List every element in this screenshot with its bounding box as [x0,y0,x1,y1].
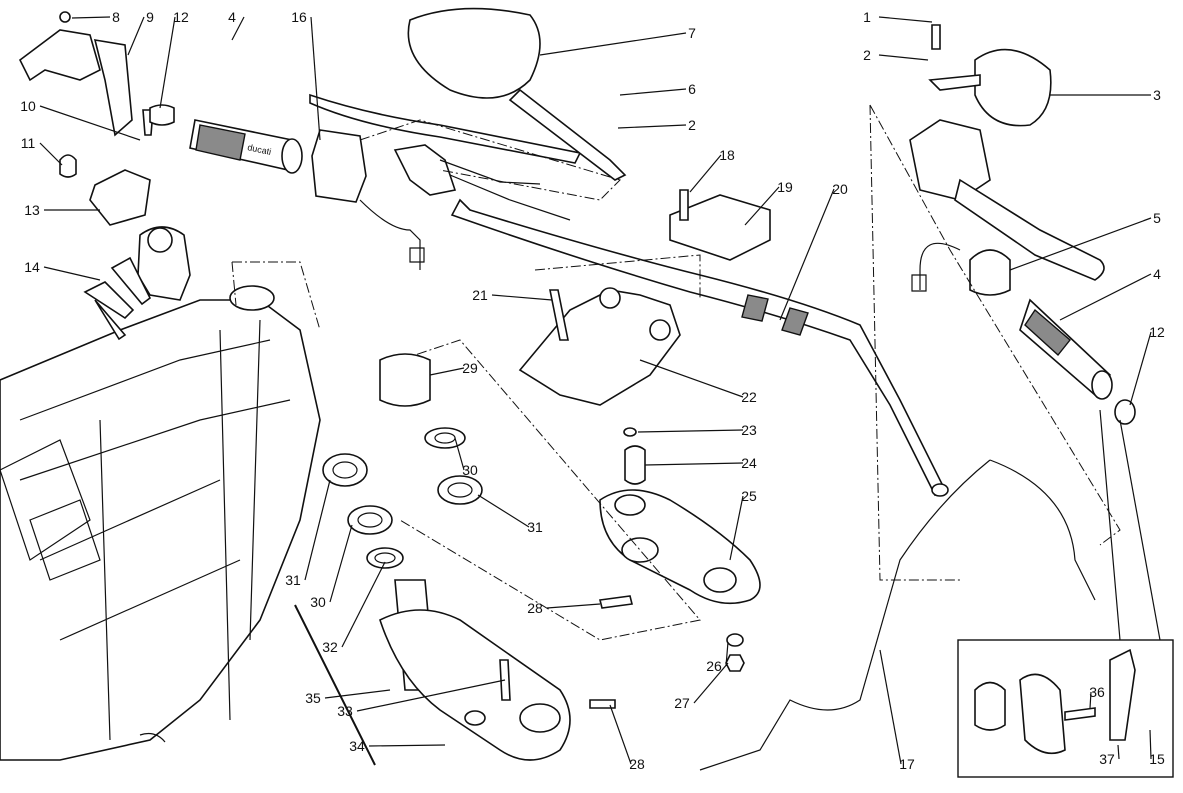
leader-line-17 [879,649,902,765]
callout-27: 27 [674,695,690,711]
callout-23: 23 [741,422,757,438]
callout-4: 4 [228,9,236,25]
callout-36: 36 [1089,684,1105,700]
callout-25: 25 [741,488,757,504]
callout-1: 1 [863,9,871,25]
callout-26: 26 [706,658,722,674]
leader-line-27 [693,662,729,704]
leader-line-2 [617,124,687,129]
leader-line-9 [127,16,145,56]
callout-28: 28 [527,600,543,616]
leader-line-5 [1009,217,1152,271]
leader-line-23 [637,429,744,433]
leader-line-12 [1129,331,1152,406]
handlebar-clamps [518,189,771,406]
callout-5: 5 [1153,210,1161,226]
callout-17: 17 [899,756,915,772]
leader-line-31 [477,494,530,528]
leader-line-4 [231,16,245,41]
leader-line-14 [43,266,101,281]
leader-line-2 [878,54,929,61]
leader-line-4 [1059,273,1152,321]
leader-line-19 [744,186,780,226]
callout-34: 34 [349,738,365,754]
leader-line-30 [329,524,353,603]
leader-line-21 [491,294,553,301]
leader-line-25 [729,495,744,561]
callout-37: 37 [1099,751,1115,767]
leader-line-15 [1149,729,1152,760]
callout-20: 20 [832,181,848,197]
leader-line-18 [689,154,722,193]
callout-30: 30 [310,594,326,610]
leader-line-6 [619,88,687,96]
callout-18: 18 [719,147,735,163]
callout-14: 14 [24,259,40,275]
handlebar [450,198,949,497]
callout-21: 21 [472,287,488,303]
leader-line-30 [454,437,465,471]
leader-line-26 [725,641,729,667]
callout-15: 15 [1149,751,1165,767]
callout-9: 9 [146,9,154,25]
right-controls [699,24,1136,771]
callout-2: 2 [863,47,871,63]
frame [0,261,321,761]
leader-line-29 [429,367,465,376]
leader-line-32 [341,561,386,648]
leader-line-31 [304,479,331,581]
leader-line-36 [1089,691,1092,709]
callout-32: 32 [322,639,338,655]
callout-31: 31 [285,572,301,588]
callout-16: 16 [291,9,307,25]
left-mirror [407,7,627,181]
leader-line-16 [310,16,321,141]
leader-line-37 [1117,744,1120,760]
leader-line-35 [324,689,391,699]
callout-4: 4 [1153,266,1161,282]
callout-13: 13 [24,202,40,218]
leader-line-33 [356,679,506,712]
leader-line-10 [39,105,141,141]
callout-12: 12 [173,9,189,25]
leader-line-11 [39,142,63,166]
callout-28: 28 [629,756,645,772]
leader-line-7 [539,32,687,56]
callout-29: 29 [462,360,478,376]
leader-line-28 [609,704,632,765]
callout-19: 19 [777,179,793,195]
callout-3: 3 [1153,87,1161,103]
callout-2: 2 [688,117,696,133]
left-switch-parts: ducati [18,11,621,341]
leader-line-20 [779,188,835,321]
callout-11: 11 [21,135,36,151]
callout-35: 35 [305,690,321,706]
callout-24: 24 [741,455,757,471]
callout-22: 22 [741,389,757,405]
callout-30: 30 [462,462,478,478]
leader-line-12 [159,16,176,109]
leader-line-34 [368,744,446,747]
leader-line-8 [71,16,111,19]
leader-line-28 [546,603,601,609]
left-grip: ducati [189,119,303,174]
callout-10: 10 [20,98,36,114]
callout-7: 7 [688,25,696,41]
callout-31: 31 [527,519,543,535]
leader-lines [39,16,1152,765]
leader-line-1 [878,16,933,23]
callout-33: 33 [337,703,353,719]
leader-line-24 [644,462,744,466]
callout-6: 6 [688,81,696,97]
callout-8: 8 [112,9,120,25]
steering-parts [294,339,761,766]
leader-line-22 [639,359,744,398]
callout-12: 12 [1149,324,1165,340]
detail-inset [957,409,1174,778]
svg-text:ducati: ducati [247,142,273,157]
